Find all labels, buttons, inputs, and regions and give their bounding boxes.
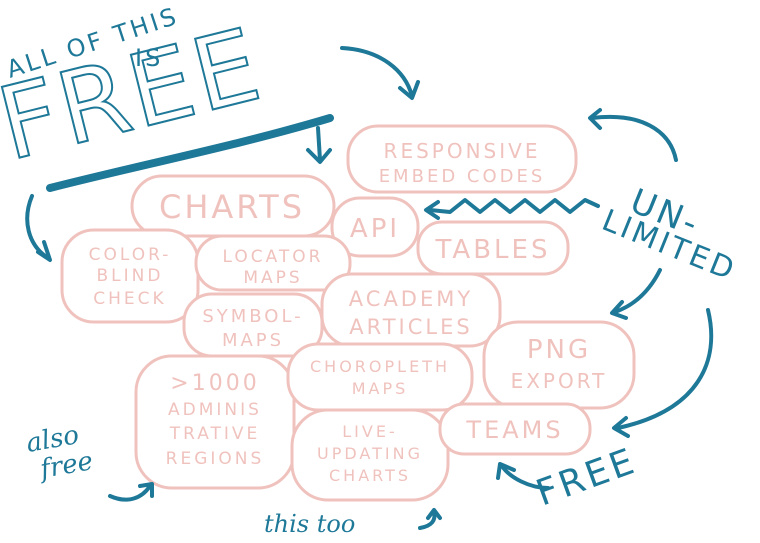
label-png-1: PNG — [527, 335, 591, 365]
arrow-right-to-teams-head — [612, 416, 630, 438]
bubble-locator — [194, 234, 352, 292]
label-live-3: CHARTS — [329, 466, 411, 485]
arrow-unlimited-down-head — [610, 300, 628, 320]
bubble-choropleth — [286, 342, 474, 412]
feature-labels: RESPONSIVE EMBED CODES CHARTS API TABLES… — [89, 139, 608, 485]
label-choropleth-2: MAPS — [352, 379, 409, 398]
arrow-unlimited-up-head — [588, 108, 602, 130]
arrow-also-free — [108, 484, 152, 502]
label-choropleth-1: CHOROPLETH — [310, 357, 450, 376]
label-colorblind-1: COLOR- — [89, 245, 172, 265]
arrow-top — [340, 46, 414, 98]
headline-line2: IS — [135, 44, 163, 72]
label-live-1: LIVE- — [342, 422, 397, 441]
label-tables: TABLES — [435, 235, 551, 265]
label-admin-4: REGIONS — [166, 449, 265, 469]
arrow-free-down — [316, 126, 322, 162]
arrow-also-free-head — [138, 482, 154, 498]
bubble-responsive — [346, 124, 578, 194]
label-admin-2: ADMINIS — [168, 400, 262, 420]
label-colorblind-2: BLIND — [97, 266, 164, 286]
arrow-free-to-teams-head — [496, 462, 516, 480]
bubble-admin — [134, 354, 296, 490]
label-admin-1: >1000 — [170, 371, 259, 396]
arrow-top-head — [398, 80, 420, 100]
headline-free: FREE — [0, 6, 273, 184]
arrow-right-to-teams — [616, 308, 714, 430]
label-locator-2: MAPS — [243, 268, 302, 288]
arrow-free-down-head — [306, 148, 332, 164]
arrow-this-too-head — [426, 508, 442, 520]
label-symbol-1: SYMBOL- — [202, 306, 303, 327]
arrow-this-too — [418, 510, 437, 530]
headline: ALL OF THIS IS FREE — [0, 2, 334, 192]
arrow-unlimited-down — [613, 268, 662, 314]
label-responsive-1: RESPONSIVE — [384, 139, 541, 163]
bubble-api — [330, 196, 420, 258]
headline-underline — [46, 114, 334, 192]
arrow-free-to-teams — [500, 464, 550, 490]
label-teams: TEAMS — [465, 416, 563, 444]
label-png-2: EXPORT — [511, 369, 608, 393]
label-locator-1: LOCATOR — [222, 247, 323, 267]
arrows — [25, 46, 714, 530]
label-symbol-2: MAPS — [222, 330, 284, 351]
bubble-live — [290, 408, 450, 502]
this-too-label: this too — [264, 510, 355, 538]
feature-bubbles — [60, 124, 636, 502]
label-responsive-2: EMBED CODES — [379, 166, 546, 187]
label-charts: CHARTS — [159, 188, 305, 226]
bubble-tables — [416, 220, 570, 276]
arrow-unlimited-up — [590, 114, 678, 162]
label-academy-1: ACADEMY — [349, 287, 473, 311]
label-admin-3: TRATIVE — [169, 424, 261, 444]
bubble-teams — [438, 402, 592, 456]
label-live-2: UPDATING — [317, 444, 423, 463]
arrow-zigzag — [428, 198, 600, 214]
label-api: API — [350, 214, 400, 244]
label-academy-2: ARTICLES — [349, 315, 472, 339]
label-colorblind-3: CHECK — [93, 289, 166, 309]
arrow-left-head — [36, 240, 52, 262]
arrow-zigzag-head — [424, 200, 440, 220]
